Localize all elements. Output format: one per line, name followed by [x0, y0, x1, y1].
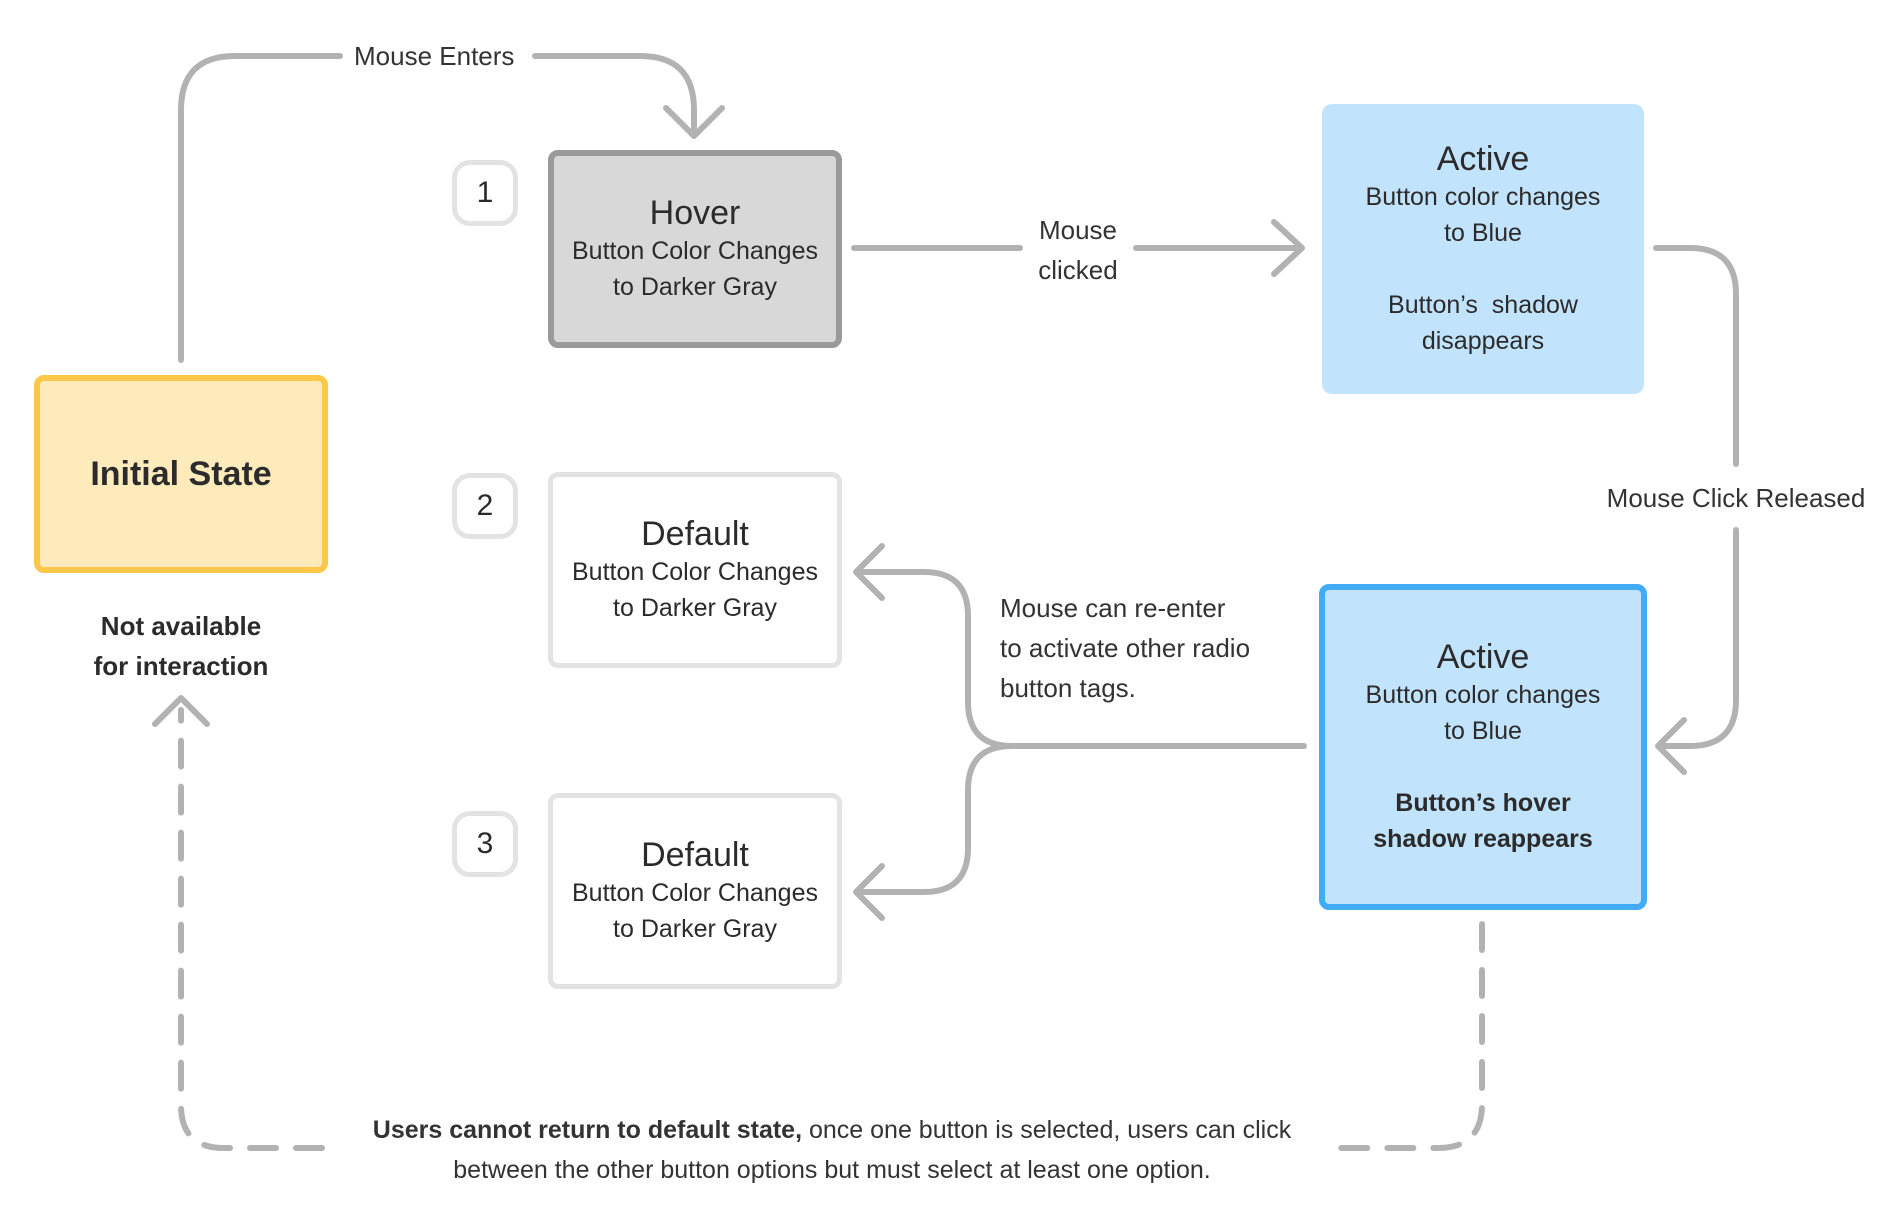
edge-no-return [1337, 921, 1485, 1151]
active-state-box-bottom: Active Button color changes to Blue Butt… [1319, 584, 1647, 910]
step-number-1: 1 [452, 160, 518, 226]
edge-reenter-main [855, 569, 1307, 749]
default-3-line1: Button Color Changes [572, 879, 818, 907]
label-mouse-enters: Mouse Enters [350, 36, 519, 76]
initial-state-box: Initial State [34, 375, 328, 573]
initial-state-title: Initial State [90, 455, 272, 493]
active-top-title: Active [1436, 140, 1530, 178]
edge-reenter-branch [855, 743, 1015, 895]
hover-state-box: Hover Button Color Changes to Darker Gra… [548, 150, 842, 348]
active-bottom-title: Active [1436, 638, 1530, 676]
default-2-line2: to Darker Gray [613, 594, 777, 622]
arrowhead-active-bottom [1655, 717, 1687, 775]
label-reenter-1: Mouse can re-enter [1000, 593, 1226, 623]
active-top-line2: to Blue [1444, 219, 1522, 247]
step-number-3: 3 [452, 811, 518, 877]
edge-mouse-enters [178, 53, 343, 363]
arrowhead-default-2 [853, 543, 885, 601]
hover-line1: Button Color Changes [572, 237, 818, 265]
label-reenter: Mouse can re-enter to activate other rad… [1000, 588, 1300, 708]
footer-line1: Users cannot return to default state, on… [320, 1110, 1344, 1150]
arrowhead-active-top [1271, 219, 1305, 277]
footer-line2: between the other button options but mus… [453, 1156, 1211, 1184]
default-2-line1: Button Color Changes [572, 558, 818, 586]
label-mouse-clicked: Mouse clicked [1024, 210, 1132, 290]
edge-click-released-2 [1659, 527, 1739, 749]
default-3-line2: to Darker Gray [613, 915, 777, 943]
footer-note: Users cannot return to default state, on… [320, 1110, 1344, 1190]
active-state-box-top: Active Button color changes to Blue Butt… [1322, 104, 1644, 394]
arrowhead-default-3 [853, 863, 885, 921]
edge-mouse-enters-2 [532, 53, 697, 135]
arrowhead-hover [663, 105, 725, 139]
footer-rest: once one button is selected, users can c… [802, 1116, 1292, 1144]
default-state-box-3: Default Button Color Changes to Darker G… [548, 793, 842, 989]
label-mouse-clicked-1: Mouse [1038, 215, 1118, 245]
active-bottom-line3: Button’s hover [1395, 789, 1571, 817]
default-state-box-2: Default Button Color Changes to Darker G… [548, 472, 842, 668]
footer-bold: Users cannot return to default state, [372, 1116, 803, 1144]
initial-state-note: Not available for interaction [34, 606, 328, 686]
arrowhead-initial [152, 695, 210, 727]
active-top-line4: disappears [1421, 327, 1545, 355]
hover-line2: to Darker Gray [613, 273, 777, 301]
initial-note-line2: for interaction [93, 651, 269, 681]
default-3-title: Default [641, 836, 749, 874]
hover-title: Hover [649, 194, 741, 232]
edge-no-return-2 [178, 707, 325, 1151]
active-bottom-line1: Button color changes [1365, 681, 1601, 709]
initial-note-line1: Not available [100, 611, 262, 641]
active-top-line1: Button color changes [1365, 183, 1601, 211]
edge-click-released-1 [1653, 245, 1739, 467]
default-2-title: Default [641, 515, 749, 553]
label-reenter-3: button tags. [1000, 673, 1136, 703]
active-bottom-line4: shadow reappears [1373, 825, 1593, 853]
active-bottom-line2: to Blue [1444, 717, 1522, 745]
active-top-line3: Button’s shadow [1388, 291, 1578, 319]
label-mouse-clicked-2: clicked [1038, 255, 1118, 285]
label-mouse-click-released: Mouse Click Released [1598, 478, 1874, 518]
label-reenter-2: to activate other radio [1000, 633, 1251, 663]
step-number-2: 2 [452, 473, 518, 539]
